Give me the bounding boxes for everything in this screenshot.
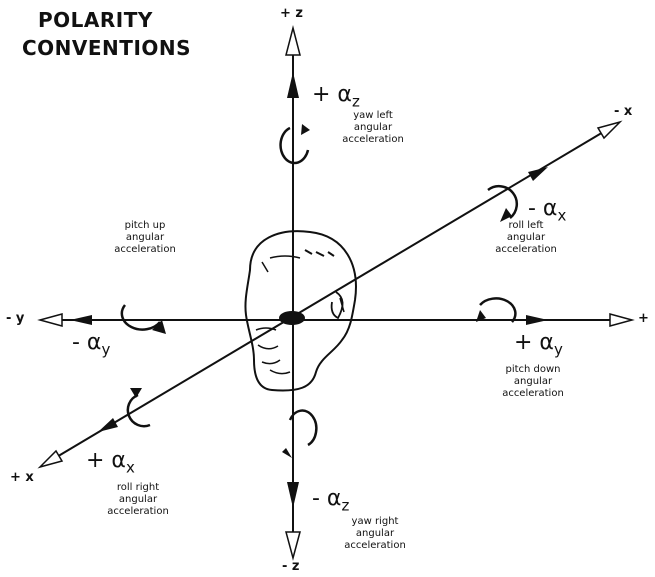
title-line-2: CONVENTIONS xyxy=(22,36,192,60)
axis-label-plus-z: + z xyxy=(280,6,303,21)
rotation-plus-ay xyxy=(476,297,517,323)
minus-x-arrowhead xyxy=(596,120,623,140)
plus-ay-arrow xyxy=(526,315,548,325)
axis-label-plus-x: + x xyxy=(10,470,34,485)
desc-plus-ay: pitch down angular acceleration xyxy=(502,364,564,399)
rotation-plus-az xyxy=(279,124,310,165)
label-minus-ay: - αy xyxy=(72,330,111,359)
desc-plus-ax: roll right angular acceleration xyxy=(107,482,169,517)
plus-z-arrowhead xyxy=(285,25,301,56)
desc-minus-ay: pitch up angular acceleration xyxy=(114,220,176,255)
plus-ax-arrow xyxy=(98,418,118,432)
plus-y-arrowhead xyxy=(609,313,635,327)
label-minus-ax: - αx xyxy=(528,196,567,225)
minus-y-arrowhead xyxy=(37,313,63,327)
desc-plus-az: yaw left angular acceleration xyxy=(342,110,404,145)
axis-label-plus-y: + xyxy=(638,311,649,326)
label-plus-ay: + αy xyxy=(514,330,563,359)
desc-minus-az: yaw right angular acceleration xyxy=(344,516,406,551)
rotation-minus-az xyxy=(282,409,318,458)
minus-ax-arrow xyxy=(528,167,548,181)
label-plus-az: + αz xyxy=(312,82,360,111)
minus-az-arrow xyxy=(287,482,299,508)
plus-x-arrowhead xyxy=(37,449,64,469)
rotation-minus-ay xyxy=(120,304,166,334)
minus-ay-arrow xyxy=(70,315,92,325)
title-line-1: POLARITY xyxy=(38,8,153,32)
rotation-minus-ax xyxy=(487,184,519,222)
label-minus-az: - αz xyxy=(312,486,350,515)
head-illustration xyxy=(244,230,357,392)
x-axis xyxy=(54,127,611,459)
axis-label-minus-x: - x xyxy=(614,104,633,119)
plus-az-arrow xyxy=(287,72,299,98)
label-plus-ax: + αx xyxy=(86,448,135,477)
axis-label-minus-y: - y xyxy=(6,311,25,326)
rotation-plus-ax xyxy=(126,388,151,428)
axis-label-minus-z: - z xyxy=(282,559,300,574)
minus-z-arrowhead xyxy=(285,531,301,561)
desc-minus-ax: roll left angular acceleration xyxy=(495,220,557,255)
